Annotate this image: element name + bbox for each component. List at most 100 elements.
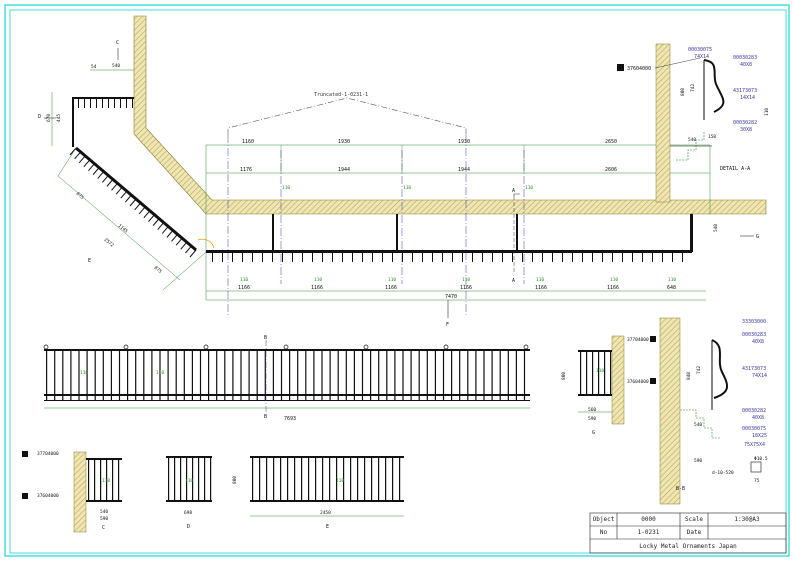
picket <box>512 253 513 262</box>
picket <box>94 460 96 502</box>
angled-dim-4: 875 <box>153 265 163 275</box>
picket <box>96 99 97 108</box>
picket <box>83 159 91 168</box>
d-dim-698: 698 <box>184 510 192 516</box>
picket <box>315 458 317 502</box>
date-value <box>708 526 786 539</box>
picket <box>572 253 573 262</box>
picket <box>336 458 338 502</box>
picket <box>90 99 91 108</box>
picket <box>682 253 683 262</box>
bb-dim-75: 75 <box>754 478 760 484</box>
picket <box>392 458 394 502</box>
section-mark-e: E <box>88 258 91 264</box>
long-b-top: B <box>264 335 267 341</box>
elevation-e: 800 110 2450 E <box>232 456 404 530</box>
picket <box>86 351 88 400</box>
dim-mid-4: 2606 <box>605 167 617 173</box>
aa-size-3: 14X14 <box>740 95 755 101</box>
picket <box>492 253 493 262</box>
picket <box>475 351 477 400</box>
picket <box>482 253 483 262</box>
picket <box>135 351 137 400</box>
plan-landing: 540 54 670 445 D C E <box>38 40 134 264</box>
picket <box>305 351 307 400</box>
picket <box>399 458 401 502</box>
bb-dim-590: 590 <box>694 458 702 464</box>
picket <box>472 253 473 262</box>
e-dim-800: 800 <box>232 476 238 484</box>
aa-code-5: 00030282 <box>733 120 757 126</box>
picket <box>426 351 428 400</box>
e-dim-2450: 2450 <box>320 510 331 516</box>
long-b-bottom: B <box>264 414 267 420</box>
picket <box>106 179 114 187</box>
plan-rail-bottom <box>206 250 692 253</box>
picket <box>120 190 128 199</box>
plan-wall <box>133 15 767 215</box>
picket <box>321 351 323 400</box>
picket <box>242 253 243 262</box>
picket <box>111 182 118 191</box>
picket <box>248 351 250 400</box>
aa-title: DETAIL A-A <box>720 166 750 172</box>
picket <box>580 352 582 396</box>
picket <box>467 351 469 400</box>
e-dim-110: 110 <box>336 478 344 484</box>
dim-mid-2: 1944 <box>338 167 350 173</box>
aa-size-4: 30X8 <box>740 127 752 133</box>
g-code-2: 37604000 <box>627 379 649 385</box>
picket <box>152 218 160 226</box>
picket <box>372 253 373 262</box>
dim-mid-1: 1176 <box>240 167 252 173</box>
bb-size-5: 75X75X4 <box>744 442 765 448</box>
picket <box>612 253 613 262</box>
truncated-outline <box>227 97 467 135</box>
picket <box>157 222 165 230</box>
aa-code-2: 00030075 <box>688 47 712 53</box>
dim-total: 7470 <box>445 294 457 300</box>
picket <box>322 458 324 502</box>
picket <box>302 253 303 262</box>
picket <box>101 175 109 183</box>
picket <box>343 458 345 502</box>
dim-top-2: 1930 <box>338 139 350 145</box>
picket <box>272 351 274 400</box>
inner-frame <box>9 9 787 554</box>
dim-bot-2: 1166 <box>311 285 323 291</box>
picket <box>361 351 364 400</box>
post-finial <box>43 344 49 350</box>
dim-bot-4: 1166 <box>460 285 472 291</box>
picket <box>192 458 194 502</box>
landing-dim-left2: 445 <box>56 114 62 122</box>
picket <box>78 99 79 108</box>
picket <box>180 458 182 502</box>
picket <box>289 351 291 400</box>
picket <box>102 351 104 400</box>
picket <box>592 352 594 396</box>
bb-code-3: 43173073 <box>742 366 766 372</box>
picket <box>598 352 600 396</box>
title-block-frame <box>589 512 787 554</box>
picket <box>301 458 303 502</box>
picket <box>46 351 48 400</box>
short-label-8: 110 <box>282 185 290 191</box>
picket <box>642 253 643 262</box>
angled-dim-3: 2572 <box>103 237 115 249</box>
elevation-c: 37704000 37604000 110 540 590 C <box>22 451 122 533</box>
company-name: Locky Metal Ornaments Japan <box>639 542 737 550</box>
g-marker-2 <box>650 378 656 384</box>
picket <box>129 198 137 207</box>
c-dim-110: 110 <box>102 478 110 484</box>
picket <box>273 458 275 502</box>
picket <box>322 253 323 262</box>
picket <box>292 253 293 262</box>
short-label-10: 110 <box>525 185 533 191</box>
picket <box>118 351 121 400</box>
dim-bot-1: 1166 <box>238 285 250 291</box>
picket <box>422 253 423 262</box>
g-dim-590: 590 <box>588 416 596 422</box>
aa-code-4: 43173073 <box>733 88 757 94</box>
truncated-label: Truncated-1-0231-1 <box>314 92 368 98</box>
picket <box>282 253 283 262</box>
